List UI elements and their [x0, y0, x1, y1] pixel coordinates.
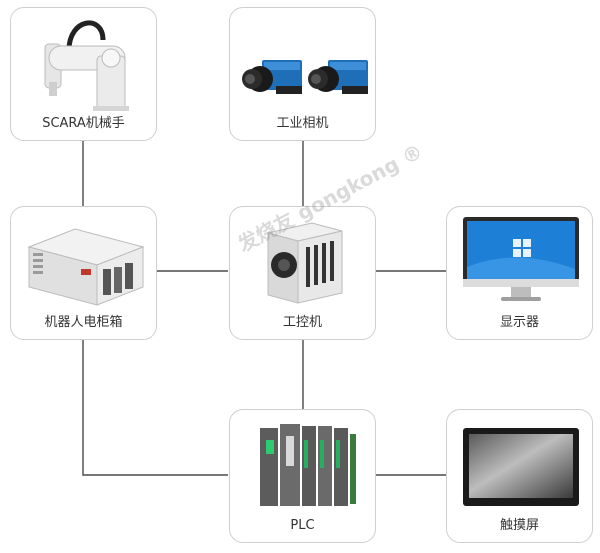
windows-logo-icon: [513, 239, 531, 257]
node-plc: PLC: [229, 409, 376, 543]
node-label: PLC: [290, 518, 315, 533]
node-label: 触摸屏: [499, 518, 539, 533]
node-touchscreen: 触摸屏: [446, 409, 593, 543]
ipc-image: [267, 222, 343, 304]
link-cabinet-plc: [82, 339, 228, 476]
node-industrial-camera: 工业相机: [229, 7, 376, 141]
node-scara-robot: SCARA机械手: [10, 7, 157, 141]
node-label: 工控机: [282, 315, 322, 330]
touchscreen-image: [463, 428, 579, 506]
node-label: 显示器: [499, 315, 539, 330]
node-label: 工业相机: [276, 116, 329, 131]
node-monitor: 显示器: [446, 206, 593, 340]
node-robot-cabinet: 机器人电柜箱: [10, 206, 157, 340]
scara-robot-image: [44, 20, 129, 111]
robot-cabinet-image: [27, 228, 145, 306]
node-ipc: 工控机: [229, 206, 376, 340]
industrial-camera-image: [242, 60, 368, 94]
node-label: 机器人电柜箱: [44, 315, 123, 330]
monitor-image: [463, 217, 579, 301]
node-label: SCARA机械手: [42, 116, 125, 131]
plc-image: [260, 424, 356, 506]
